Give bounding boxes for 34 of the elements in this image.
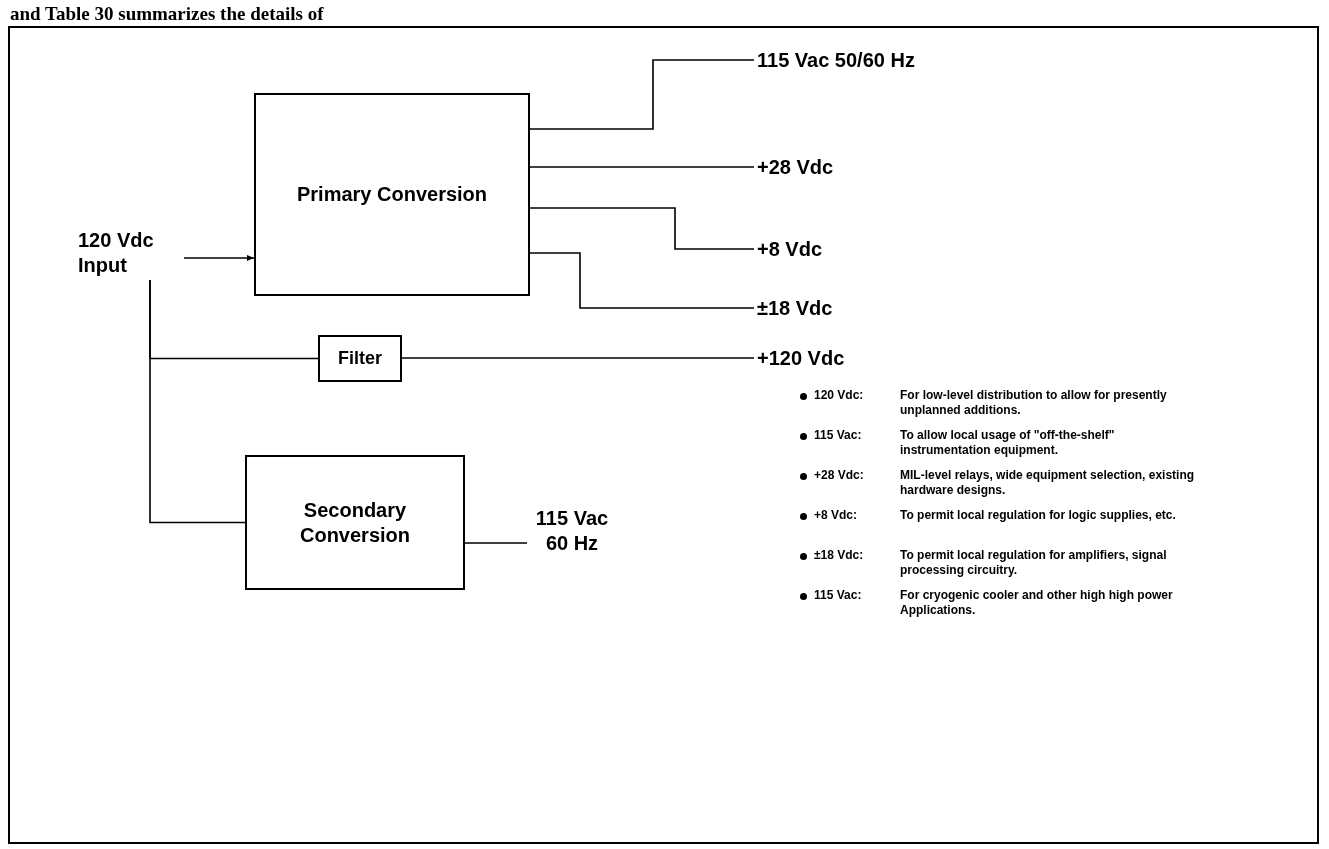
signal-label: +120 Vdc (757, 345, 845, 371)
bullet-description: For cryogenic cooler and other high high power Applications. (900, 588, 1174, 618)
signal-label: 115 Vac 50/60 Hz (757, 47, 915, 73)
connector-line (149, 279, 246, 524)
signal-label: +28 Vdc (757, 154, 834, 180)
box-label: Filter (338, 347, 382, 370)
signal-label: 120 Vdc Input (78, 228, 155, 278)
process-box (318, 335, 402, 382)
bullet-term: +8 Vdc: (814, 508, 859, 523)
process-box (254, 93, 530, 296)
connector-line (529, 59, 755, 130)
connector-line (401, 357, 755, 359)
connector-line (529, 207, 755, 250)
connector-line (529, 252, 755, 309)
connector-line (529, 166, 755, 168)
bullet-term: +28 Vdc: (814, 468, 865, 483)
bullet-term: 115 Vac: (814, 428, 863, 443)
bullet-description: To allow local usage of "off-the-shelf" instrumentation equipment. (900, 428, 1116, 458)
signal-label: 115 Vac 60 Hz (534, 506, 610, 556)
bullet-description: MIL-level relays, wide equipment selection, existing hardware designs. (900, 468, 1196, 498)
bullet-term: ±18 Vdc: (814, 548, 865, 563)
arrow (183, 255, 255, 261)
running-text: and Table 30 summarizes the details of (10, 2, 324, 26)
box-label: Secondary Conversion (299, 497, 411, 548)
bullet-term: 115 Vac: (814, 588, 863, 603)
connector-line (464, 542, 528, 544)
process-box (245, 455, 465, 590)
bullet-description: To permit local regulation for amplifiers, signal processing circuitry. (900, 548, 1168, 578)
box-label: Primary Conversion (296, 182, 488, 207)
signal-label: ±18 Vdc (757, 295, 833, 321)
signal-label: +8 Vdc (757, 236, 823, 262)
bullet-description: To permit local regulation for logic supplies, etc. (900, 508, 1177, 523)
bullet-description: For low-level distribution to allow for presently unplanned additions. (900, 388, 1168, 418)
bullet-term: 120 Vdc: (814, 388, 865, 403)
